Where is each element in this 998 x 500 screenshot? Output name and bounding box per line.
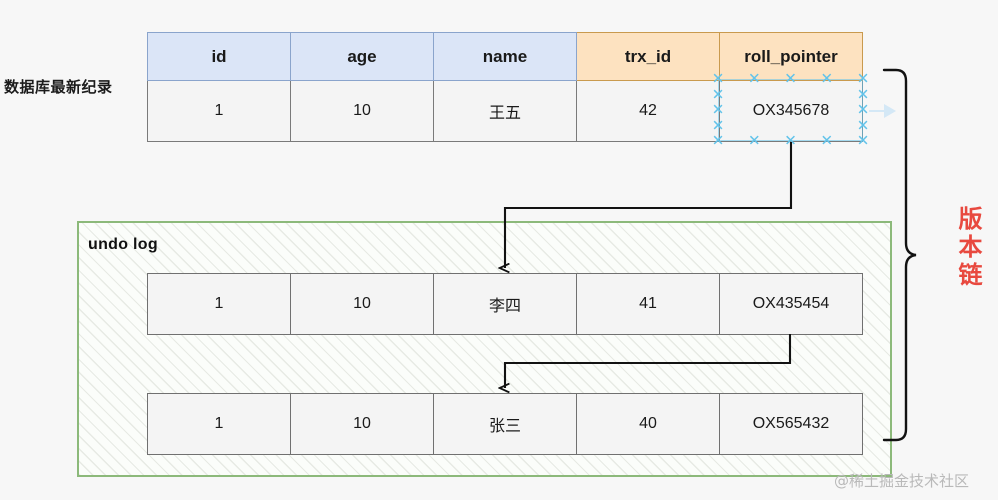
table-row: 1 10 张三 40 OX565432 — [147, 393, 863, 455]
selection-handle-x-icon[interactable]: ✕ — [856, 131, 870, 150]
selection-handle-x-icon[interactable]: ✕ — [856, 116, 870, 134]
selection-handle-x-icon[interactable]: ✕ — [711, 69, 725, 88]
cell-id: 1 — [147, 273, 291, 335]
selection-handle-x-icon[interactable]: ✕ — [711, 85, 725, 103]
cell-age: 10 — [290, 273, 434, 335]
cell-id: 1 — [147, 393, 291, 455]
selection-handle-x-icon[interactable]: ✕ — [747, 69, 761, 88]
selection-handle-x-icon[interactable]: ✕ — [711, 131, 725, 150]
selection-handle-x-icon[interactable]: ✕ — [711, 116, 725, 134]
selection-handle-x-icon[interactable]: ✕ — [820, 131, 834, 150]
selection-handle-x-icon[interactable]: ✕ — [820, 69, 834, 88]
watermark: @稀土掘金技术社区 — [834, 472, 970, 490]
database-latest-record-label: 数据库最新纪录 — [4, 79, 113, 96]
selection-handles[interactable]: ✕✕✕✕✕✕✕✕✕✕✕✕✕✕✕✕ — [712, 71, 870, 148]
column-header-trx-id: trx_id — [576, 32, 720, 81]
cell-roll-pointer: OX565432 — [719, 393, 863, 455]
cell-name: 李四 — [433, 273, 577, 335]
selection-handle-x-icon[interactable]: ✕ — [747, 131, 761, 150]
column-header-age: age — [290, 32, 434, 81]
undo-log-row-table-1: 1 10 李四 41 OX435454 — [147, 273, 863, 335]
selection-handle-x-icon[interactable]: ✕ — [784, 131, 797, 150]
cell-roll-pointer[interactable]: OX345678 — [719, 80, 863, 142]
version-chain-label: 版本链 — [952, 206, 990, 289]
selection-handle-x-icon[interactable]: ✕ — [856, 85, 870, 103]
cell-roll-pointer: OX435454 — [719, 273, 863, 335]
table-header-row: id age name trx_id roll_pointer — [147, 32, 863, 81]
blue-arrow-icon — [869, 104, 896, 118]
undo-log-row-table-2: 1 10 张三 40 OX565432 — [147, 393, 863, 455]
table-row: 1 10 王五 42 OX345678 — [147, 80, 863, 142]
cell-trx-id: 40 — [576, 393, 720, 455]
cell-name: 王五 — [433, 80, 577, 142]
version-chain-char: 本 — [958, 233, 984, 261]
cell-id: 1 — [147, 80, 291, 142]
latest-record-table: id age name trx_id roll_pointer 1 10 王五 … — [147, 32, 863, 142]
version-chain-char: 链 — [958, 261, 984, 289]
selection-handle-x-icon[interactable]: ✕ — [784, 69, 797, 88]
selection-outline — [718, 79, 863, 141]
undo-log-title: undo log — [88, 236, 158, 253]
cell-name: 张三 — [433, 393, 577, 455]
selection-handle-x-icon[interactable]: ✕ — [856, 69, 870, 88]
cell-age: 10 — [290, 393, 434, 455]
column-header-roll-pointer: roll_pointer — [719, 32, 863, 81]
cell-trx-id: 42 — [576, 80, 720, 142]
cell-trx-id: 41 — [576, 273, 720, 335]
version-chain-char: 版 — [958, 206, 984, 233]
selection-handle-x-icon[interactable]: ✕ — [711, 100, 725, 119]
selection-handle-x-icon[interactable]: ✕ — [856, 100, 870, 119]
column-header-id: id — [147, 32, 291, 81]
cell-age: 10 — [290, 80, 434, 142]
table-row: 1 10 李四 41 OX435454 — [147, 273, 863, 335]
column-header-name: name — [433, 32, 577, 81]
